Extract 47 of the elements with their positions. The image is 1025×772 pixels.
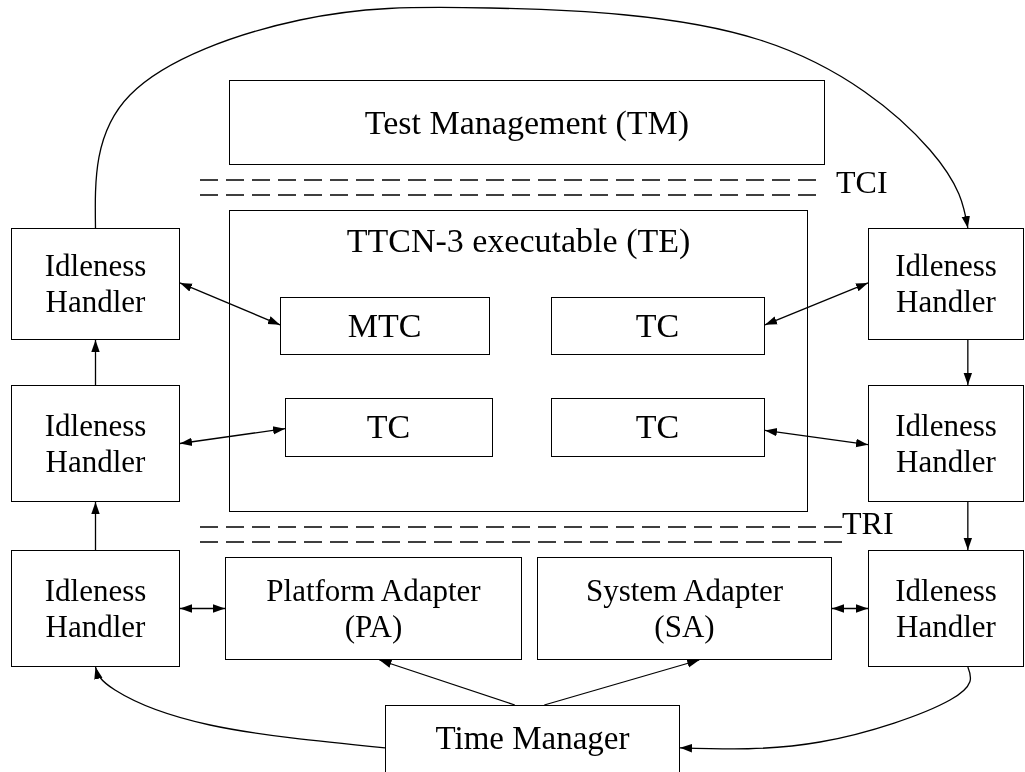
process-box	[385, 705, 680, 772]
box-label: TC	[366, 407, 411, 447]
box-label: Idleness Handler	[894, 407, 998, 480]
box-label: System Adapter (SA)	[584, 572, 785, 645]
process-box	[11, 550, 180, 667]
process-box	[550, 296, 765, 355]
box-label: TC	[635, 407, 680, 447]
interface-label: TRI	[842, 507, 894, 539]
arrow	[764, 282, 869, 326]
box-label: Idleness Handler	[894, 572, 998, 645]
arrow	[831, 604, 869, 613]
process-box	[225, 557, 522, 660]
arrow	[963, 501, 973, 551]
box-label: TTCN-3 executable (TE)	[346, 221, 691, 261]
box-label: MTC	[347, 305, 422, 346]
process-box	[229, 210, 808, 512]
arrow	[179, 426, 286, 446]
arrow	[679, 666, 972, 753]
arrow	[543, 659, 700, 706]
box-label: Test Management (TM)	[364, 102, 690, 143]
process-box	[284, 397, 493, 457]
arrow	[378, 659, 516, 706]
process-box	[868, 385, 1024, 502]
process-box	[550, 397, 765, 457]
process-box	[11, 228, 180, 340]
box-label: Time Manager	[435, 720, 630, 758]
process-box	[229, 80, 825, 165]
arrow	[764, 427, 869, 448]
arrow	[94, 6, 970, 229]
process-box	[11, 385, 180, 502]
arrow	[91, 339, 100, 386]
process-box	[537, 557, 832, 660]
box-label: Idleness Handler	[43, 407, 148, 480]
box-label: Idleness Handler	[43, 572, 148, 645]
box-label: TC	[635, 305, 680, 346]
interface-label: TCI	[836, 166, 888, 198]
arrow	[179, 604, 226, 613]
arrow	[91, 501, 100, 551]
arrow	[179, 282, 281, 326]
box-label: Platform Adapter (PA)	[265, 572, 482, 645]
process-box	[868, 550, 1024, 667]
box-label: Idleness Handler	[894, 248, 998, 320]
arrow	[963, 339, 973, 386]
box-label: Idleness Handler	[43, 248, 148, 320]
arrow	[94, 666, 386, 749]
process-box	[279, 296, 490, 355]
process-box	[868, 228, 1024, 340]
